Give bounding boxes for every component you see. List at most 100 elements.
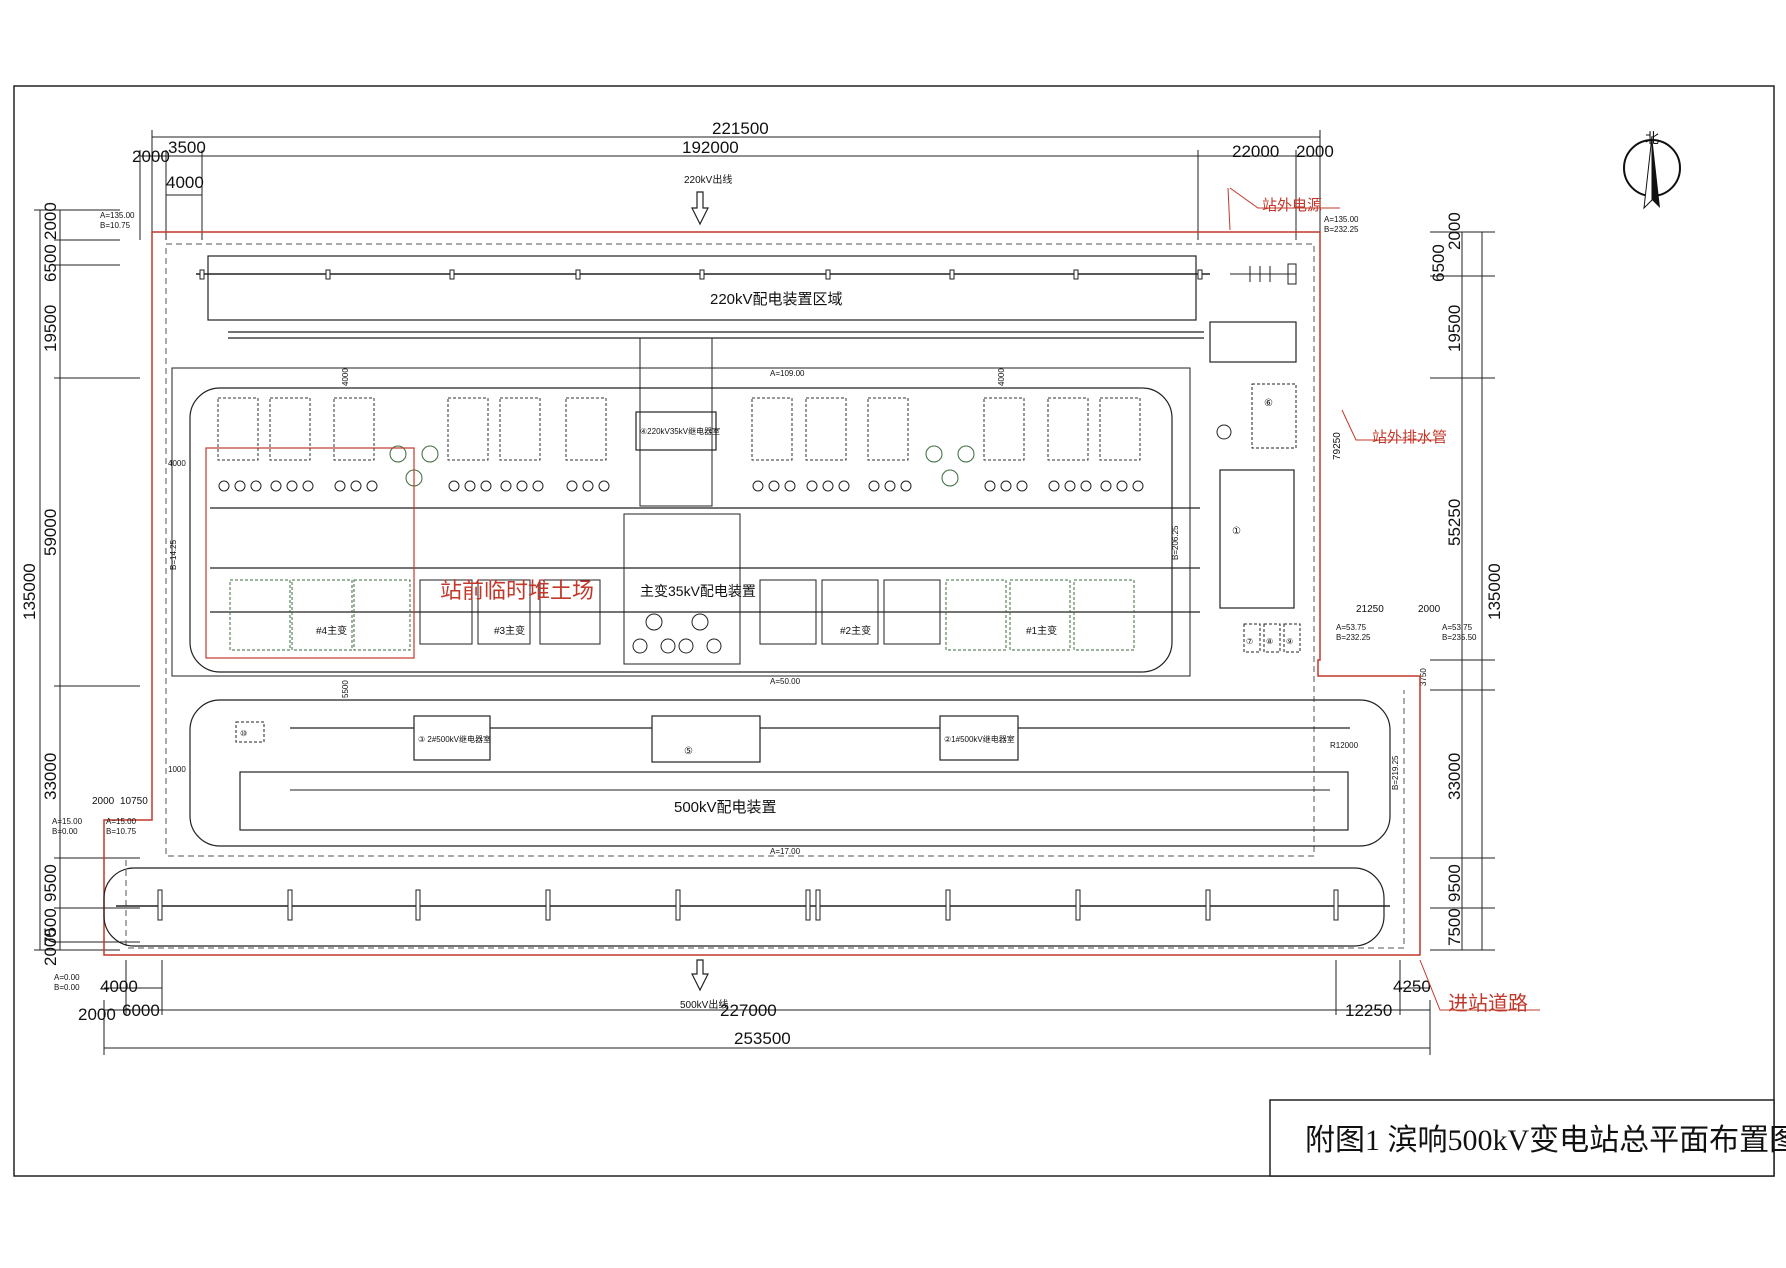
svg-text:4000: 4000 [341, 368, 350, 386]
transformer-4: #4主变 [316, 624, 347, 637]
dim-r-2000b: 2000 [1418, 604, 1441, 615]
coord-mr-b1: B=232.25 [1336, 633, 1371, 642]
lower-line-road [103, 867, 1385, 947]
dim-bottom-total: 253500 [734, 1029, 791, 1048]
site-boundary [103, 231, 1421, 956]
dim-bottom-right-a: 12250 [1345, 1001, 1392, 1020]
dim-top-total: 221500 [712, 119, 769, 138]
dim-d10750: 10750 [120, 796, 148, 807]
insulators-220 [199, 269, 1203, 280]
coord-mr-b2: B=235.50 [1442, 633, 1477, 642]
buildings-7-8-9 [1243, 623, 1301, 653]
dim-bottom-left-b: 6000 [122, 1001, 160, 1020]
area-500kv-outer-road [189, 699, 1391, 847]
dim-left-6: 9500 [41, 864, 60, 902]
area-220kv-label: 220kV配电装置区域 [710, 291, 843, 308]
area-500kv-label: 500kV配电装置 [674, 799, 777, 816]
dim-top-left-c: 4000 [166, 173, 204, 192]
relay-room-500-2-label: ③ 2#500kV继电器室 [418, 734, 491, 744]
north-arrow: 北 [1623, 130, 1681, 210]
north-label: 北 [1645, 130, 1659, 146]
site-fence [165, 243, 1315, 857]
dim-left-4: 59000 [41, 509, 60, 556]
main-control-building-label: ① [1232, 526, 1241, 537]
title-block [1269, 1099, 1775, 1177]
coord-a17: A=17.00 [770, 847, 801, 856]
coord-ml-a2: A=15.00 [106, 817, 137, 826]
right-dimensions [1430, 231, 1495, 951]
temporary-yard [205, 447, 415, 659]
transformer-2: #2主变 [840, 624, 871, 637]
transformer-1: #1主变 [1026, 624, 1057, 637]
relay-room-220-35-label: ④220kV35kV继电器室 [640, 426, 720, 436]
building-6 [1251, 383, 1297, 449]
dim-left-5: 33000 [41, 753, 60, 800]
coord-b14: B=14.25 [169, 539, 178, 570]
coord-tr-b: B=232.25 [1324, 225, 1359, 234]
transformer-zone-road [189, 387, 1173, 673]
drawing-title: 附图1 滨响500kV变电站总平面布置图 [1305, 1124, 1786, 1157]
dim-right-total: 135000 [1485, 563, 1504, 620]
dim-left-2: 6500 [41, 244, 60, 282]
ext-drain-label: 站外排水管 [1372, 429, 1447, 446]
dim-right-4: 55250 [1445, 499, 1464, 546]
dim-left-3: 19500 [41, 305, 60, 352]
dim-right-2: 6500 [1429, 244, 1448, 282]
svg-text:4000: 4000 [168, 459, 186, 468]
capacitor-boxes [217, 397, 1141, 461]
ext-power-label: 站外电源 [1262, 197, 1322, 214]
dim-bottom-left-c: 4000 [100, 977, 138, 996]
coord-b206: B=206.25 [1171, 525, 1180, 560]
building-10 [235, 721, 265, 743]
dim-left-total: 135000 [20, 563, 39, 620]
coord-ml-b1: B=0.00 [52, 827, 78, 836]
coord-tl-b: B=10.75 [100, 221, 131, 230]
top-dimensions [139, 130, 1321, 240]
dim-top-right-b: 2000 [1296, 142, 1334, 161]
temporary-yard-label: 站前临时堆土场 [440, 578, 594, 603]
dim-r-21250: 21250 [1356, 604, 1384, 615]
dim-left-7: 7500 [41, 908, 60, 946]
coord-a50: A=50.00 [770, 677, 801, 686]
callout-lines [1227, 187, 1540, 1011]
lower-fence [125, 690, 1405, 949]
dim-left-8: 2000 [41, 928, 60, 966]
relay-room-500-1 [939, 715, 1019, 761]
dim-right-8: 3750 [1419, 668, 1428, 686]
dim-d2000c: 2000 [92, 796, 115, 807]
dim-left-1: 2000 [41, 202, 60, 240]
coord-a109: A=109.00 [770, 369, 805, 378]
dim-top-inner: 192000 [682, 138, 739, 157]
coord-bl-b: B=0.00 [54, 983, 80, 992]
coord-tl-a: A=135.00 [100, 211, 135, 220]
relay-room-220-35 [635, 411, 717, 451]
relay-room-500-2 [413, 715, 491, 761]
building-right-small [1209, 321, 1297, 363]
bus-lines [210, 507, 1200, 613]
line-500-out: 500kV出线 [680, 998, 728, 1011]
dim-top-left-b: 3500 [168, 138, 206, 157]
coord-bl-a: A=0.00 [54, 973, 80, 982]
building-6-label: ⑥ [1264, 398, 1273, 409]
dim-right-6: 9500 [1445, 864, 1464, 902]
dim-top-left-a: 2000 [132, 147, 170, 166]
building-5 [651, 715, 761, 763]
relay-room-500-1-label: ②1#500kV继电器室 [944, 734, 1015, 744]
coord-b219: B=219.25 [1391, 755, 1400, 790]
coord-ml-a1: A=15.00 [52, 817, 83, 826]
building-10-label: ⑩ [240, 729, 247, 738]
svg-text:5500: 5500 [341, 680, 350, 698]
building-9: ⑨ [1286, 637, 1293, 646]
dim-bottom-inner: 227000 [720, 1001, 777, 1020]
arrow-500-out [691, 959, 709, 992]
area-35kv-box [623, 513, 741, 665]
area-35kv-circles [632, 613, 722, 654]
coord-ml-b2: B=10.75 [106, 827, 137, 836]
dim-top-right-a: 22000 [1232, 142, 1279, 161]
gantry-220 [1230, 263, 1297, 285]
transformer-bays [229, 579, 1135, 651]
arrow-220-out [691, 191, 709, 226]
coord-mr-a1: A=53.75 [1336, 623, 1367, 632]
